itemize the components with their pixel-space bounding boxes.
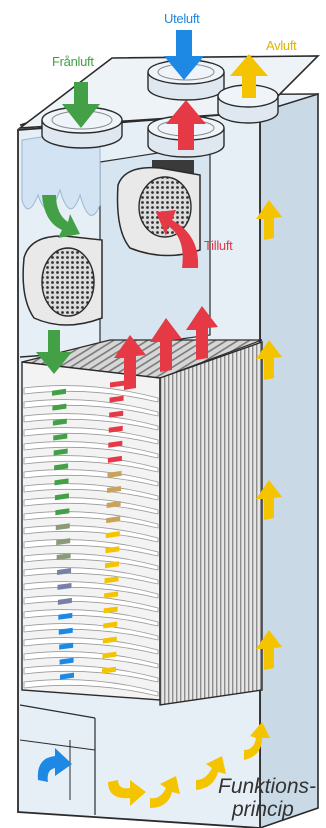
caption-line-2: princip (232, 798, 294, 821)
extract-fan (23, 236, 102, 325)
label-uteluft: Uteluft (164, 11, 200, 26)
extract-fan-grille (42, 248, 94, 316)
heat-exchanger-right-face (160, 342, 262, 705)
caption-line-1: Funktions- (218, 775, 316, 798)
label-franluft: Frånluft (52, 54, 94, 69)
label-tilluft: Tilluft (204, 238, 233, 253)
label-avluft: Avluft (266, 38, 297, 53)
